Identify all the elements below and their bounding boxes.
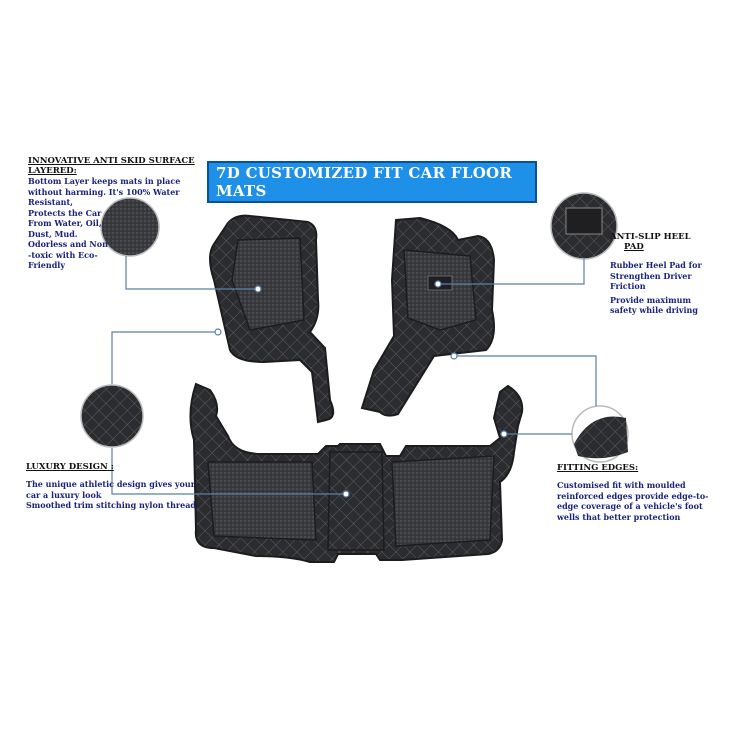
text-line: Resistant, bbox=[28, 197, 73, 207]
text-line: -toxic with Eco- bbox=[28, 249, 98, 260]
feature-text: Customised fit with moulded reinforced e… bbox=[557, 480, 717, 522]
text-line: safety while driving bbox=[610, 305, 698, 315]
text-line: wells that better protection bbox=[557, 511, 681, 522]
text-line: car a luxury look bbox=[26, 489, 102, 500]
feature-fitting: FITTING EDGES: Customised fit with mould… bbox=[557, 463, 717, 522]
callout-lines bbox=[111, 256, 597, 495]
callout-dots bbox=[214, 280, 508, 498]
feature-heading: INNOVATIVE ANTI SKID SURFACE LAYERED: bbox=[28, 156, 195, 176]
text-line: Dust, Mud. bbox=[28, 228, 78, 239]
rear-mat bbox=[189, 382, 524, 563]
driver-mat bbox=[209, 214, 335, 424]
text-line: edge coverage of a vehicle's foot bbox=[557, 501, 703, 511]
feature-heading: LUXURY DESIGN : bbox=[26, 462, 114, 472]
feature-text: Provide maximum safety while driving bbox=[610, 295, 720, 316]
text-line: Odorless and Non bbox=[28, 239, 108, 249]
feature-luxury: LUXURY DESIGN : The unique athletic desi… bbox=[26, 462, 216, 511]
zoom-circle-anti-skid bbox=[100, 197, 160, 257]
zoom-circle-fitting bbox=[571, 405, 629, 463]
text-line: reinforced edges provide edge-to- bbox=[557, 490, 709, 501]
text-line: Customised fit with moulded bbox=[557, 480, 686, 490]
zoom-circle-heel-pad bbox=[550, 192, 618, 260]
feature-heading: ANTI-SLIP HEEL bbox=[610, 232, 691, 242]
feature-text: The unique athletic design gives your ca… bbox=[26, 479, 216, 511]
text-line: Strengthen Driver bbox=[610, 270, 692, 281]
passenger-mat bbox=[360, 216, 496, 417]
text-line: Protects the Car bbox=[28, 207, 102, 218]
text-line: From Water, Oil, bbox=[28, 218, 102, 228]
text-line: Friendly bbox=[28, 260, 65, 270]
feature-anti-skid: INNOVATIVE ANTI SKID SURFACE LAYERED: Bo… bbox=[28, 156, 208, 271]
feature-heel-pad: ANTI-SLIP HEEL PAD Rubber Heel Pad for S… bbox=[610, 232, 720, 316]
zoom-circle-luxury bbox=[80, 384, 144, 448]
feature-text: Bottom Layer keeps mats in place without… bbox=[28, 176, 208, 271]
text-line: Rubber Heel Pad for bbox=[610, 260, 702, 270]
text-line: without harming. It's 100% Water bbox=[28, 186, 180, 197]
feature-heading: PAD bbox=[624, 242, 644, 252]
banner-title: 7D CUSTOMIZED FIT CAR FLOOR MATS bbox=[216, 164, 513, 200]
text-line: Friction bbox=[610, 281, 646, 291]
title-banner bbox=[207, 161, 537, 203]
text-line: Provide maximum bbox=[610, 294, 691, 305]
feature-text: Rubber Heel Pad for Strengthen Driver Fr… bbox=[610, 260, 720, 292]
text-line: The unique athletic design gives your bbox=[26, 479, 195, 489]
text-line: Smoothed trim stitching nylon thread bbox=[26, 500, 196, 510]
text-line: Bottom Layer keeps mats in place bbox=[28, 176, 181, 186]
feature-heading: FITTING EDGES: bbox=[557, 463, 639, 473]
